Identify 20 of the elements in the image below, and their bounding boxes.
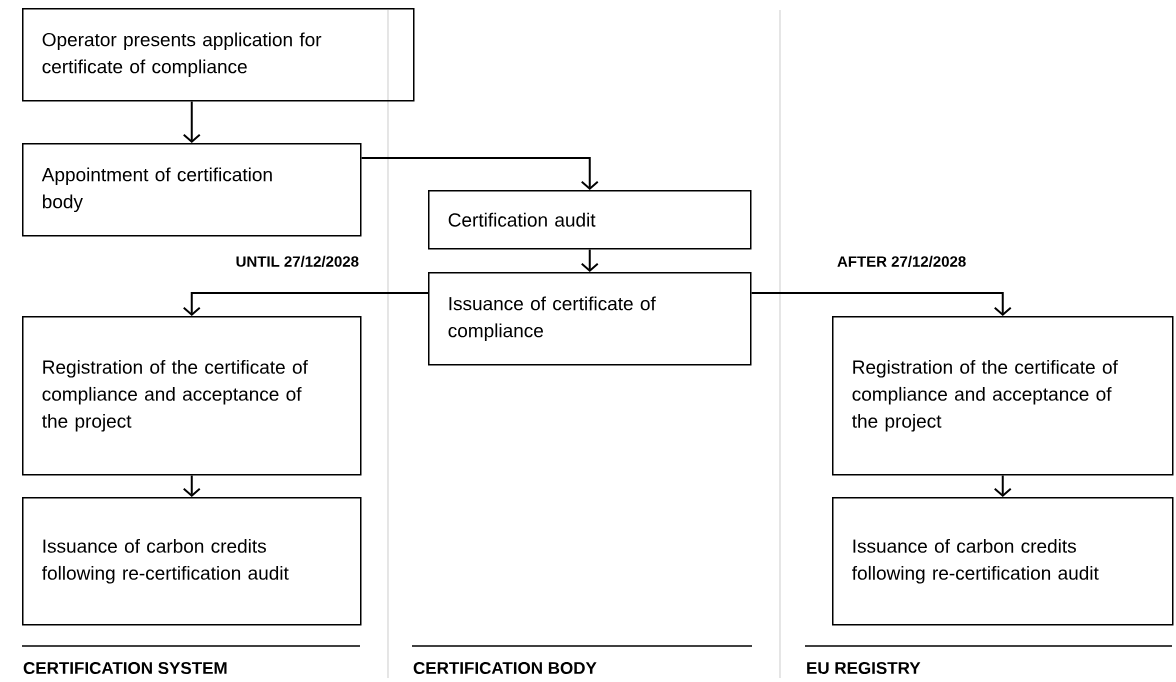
process-box: Issuance of carbon credits following re-certification audit — [22, 497, 362, 626]
arrow — [182, 474, 201, 497]
arrow — [182, 100, 201, 143]
column-heading: EU REGISTRY — [807, 662, 921, 675]
arrow — [750, 292, 1012, 316]
column-heading: CERTIFICATION SYSTEM — [23, 662, 227, 675]
process-box: Registration of the certificate of compliance and acceptance of the project — [22, 316, 362, 476]
arrow — [360, 157, 599, 190]
process-box: Certification audit — [428, 190, 752, 250]
process-box: Issuance of certificate of compliance — [428, 272, 752, 366]
edge-label: AFTER 27/12/2028 — [837, 255, 966, 267]
arrow — [580, 248, 599, 272]
arrow — [993, 474, 1012, 497]
process-box: Issuance of carbon credits following re-certification audit — [832, 497, 1174, 626]
column-heading: CERTIFICATION BODY — [413, 662, 597, 675]
edge-label: UNTIL 27/12/2028 — [236, 255, 359, 267]
process-box: Appointment of certification body — [22, 143, 362, 237]
process-box: Registration of the certificate of compliance and acceptance of the project — [832, 316, 1174, 476]
arrow — [182, 292, 429, 316]
process-box: Operator presents application for certificate of compliance — [22, 8, 415, 102]
